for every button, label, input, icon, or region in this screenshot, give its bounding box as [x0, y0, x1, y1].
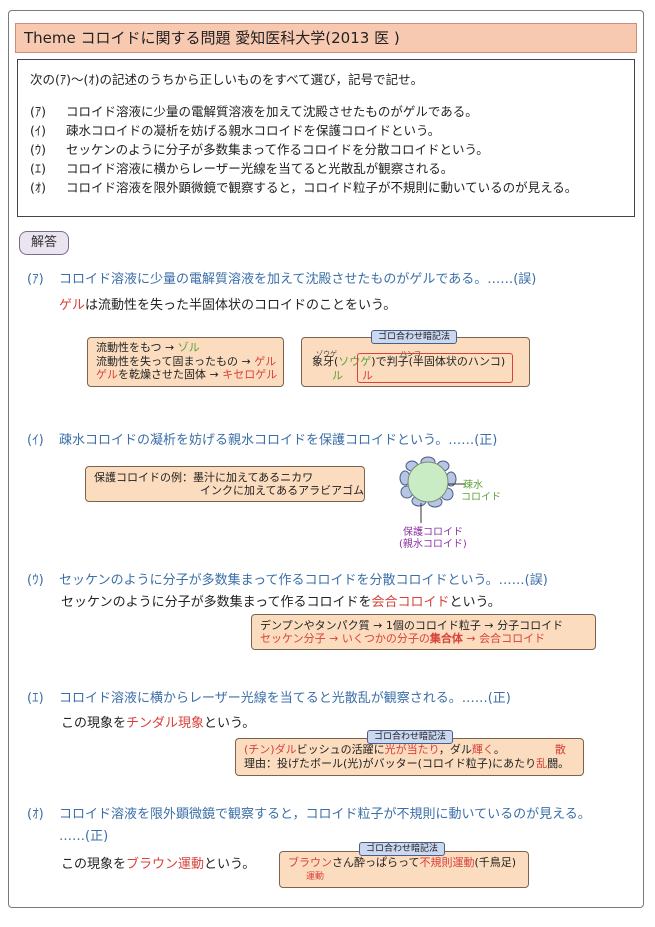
- protective-colloid-diagram: [399, 456, 465, 523]
- question-intro: 次の(ｱ)～(ｵ)の記述のうちから正しいものをすべて選び，記号で記せ。: [30, 72, 424, 87]
- hydrophilic-colloid-label: (親水コロイド): [399, 539, 467, 550]
- sol-gel-box: 流動性をもつ → ゾル 流動性を失って固まったもの → ゲル ゲルを乾燥させた固…: [87, 337, 284, 387]
- goro-box-brownian: ブラウンさん酔っぱらって不規則運動(千鳥足) 運動: [279, 851, 529, 888]
- protective-colloid-label: 保護コロイド: [403, 527, 463, 538]
- question-option: (ｵ)コロイド溶液を限外顕微鏡で観察すると，コロイド粒子が不規則に動いているのが…: [30, 180, 578, 195]
- answer-a-explanation: ゲルは流動性を失った半固体状のコロイドのことをいう。: [59, 298, 397, 313]
- answer-o-verdict: ……(正): [59, 829, 109, 844]
- goro-label: ゴロ合わせ暗記法: [371, 330, 458, 344]
- answer-u-explanation: セッケンのように分子が多数集まって作るコロイドを会合コロイドという。: [61, 595, 501, 610]
- highlight-frame: [357, 353, 513, 383]
- answer-tag: 解答: [19, 231, 69, 255]
- goro-label: ゴロ合わせ暗記法: [359, 842, 446, 856]
- answer-u-heading: (ｳ)セッケンのように分子が多数集まって作るコロイドを分散コロイドという。……(…: [27, 573, 548, 588]
- answer-o-heading: (ｵ)コロイド溶液を限外顕微鏡で観察すると，コロイド粒子が不規則に動いているのが…: [27, 807, 591, 822]
- answer-e-explanation: この現象をチンダル現象という。: [61, 716, 256, 731]
- hydrophobic-colloid-label: 疎水: [463, 480, 483, 491]
- page-title: Theme コロイドに関する問題 愛知医科大学(2013 医 ): [15, 23, 637, 53]
- question-option: (ｱ)コロイド溶液に少量の電解質溶液を加えて沈殿させたものがゲルである。: [30, 104, 478, 119]
- protective-colloid-box: 保護コロイドの例：墨汁に加えてあるニカワ インクに加えてあるアラビアゴム: [85, 466, 365, 502]
- answer-a-heading: (ｱ)コロイド溶液に少量の電解質溶液を加えて沈殿させたものがゲルである。……(誤…: [27, 272, 537, 287]
- goro-box-tyndall: (チン)ダルビッシュの活躍に光が当たり，ダル輝く。散 理由：投げたボール(光)が…: [235, 738, 584, 776]
- answer-o-explanation: この現象をブラウン運動という。: [61, 857, 256, 872]
- hydrophobic-colloid-label: コロイド: [461, 492, 501, 503]
- goro-label: ゴロ合わせ暗記法: [367, 730, 454, 744]
- page-frame: Theme コロイドに関する問題 愛知医科大学(2013 医 ) 次の(ｱ)～(…: [8, 10, 644, 908]
- answer-e-heading: (ｴ)コロイド溶液に横からレーザー光線を当てると光散乱が観察される。……(正): [27, 691, 511, 706]
- association-colloid-box: デンプンやタンパク質 → 1個のコロイド粒子 → 分子コロイド セッケン分子 →…: [251, 614, 596, 650]
- answer-i-heading: (ｲ)疎水コロイドの凝析を妨げる親水コロイドを保護コロイドという。……(正): [27, 433, 498, 448]
- goro-box-gel: ゾウゲ ハンコ 象牙(ソウゲ)で判子(半固体状のハンコ) ル ル: [301, 337, 530, 387]
- question-option: (ｳ)セッケンのように分子が多数集まって作るコロイドを分散コロイドという。: [30, 142, 489, 157]
- question-option: (ｴ)コロイド溶液に横からレーザー光線を当てると光散乱が観察される。: [30, 161, 454, 176]
- question-option: (ｲ)疎水コロイドの凝析を妨げる親水コロイドを保護コロイドという。: [30, 123, 441, 138]
- question-box: 次の(ｱ)～(ｵ)の記述のうちから正しいものをすべて選び，記号で記せ。 (ｱ)コ…: [17, 59, 635, 217]
